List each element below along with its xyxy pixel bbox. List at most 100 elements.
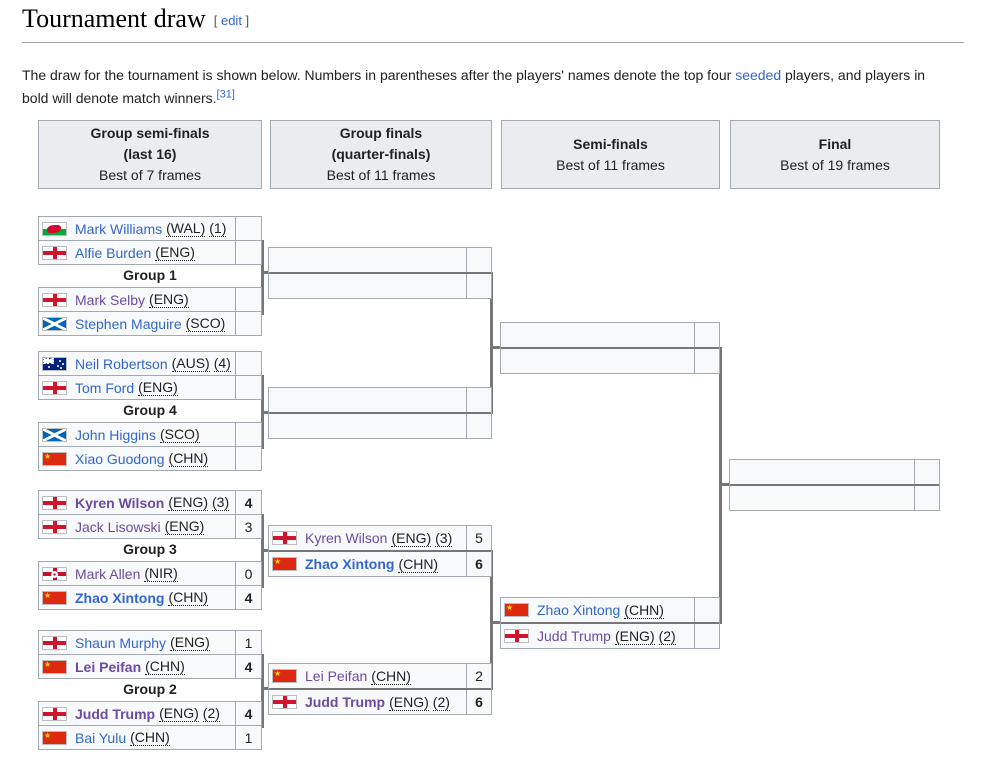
nationality-abbr: (ENG) (155, 244, 195, 261)
bracket-player-row: Neil Robertson(AUS)(4) (38, 351, 262, 376)
player-link[interactable]: Zhao Xintong (75, 589, 165, 606)
flag-scotland-icon (42, 427, 67, 442)
player-link[interactable]: Mark Williams (75, 220, 163, 237)
match-box-final-empty (729, 459, 940, 511)
player-link[interactable]: Alfie Burden (75, 244, 152, 261)
edit-link[interactable]: edit (220, 13, 242, 28)
bracket-player-row: Zhao Xintong(CHN) 4 (38, 585, 262, 610)
player-link[interactable]: Shaun Murphy (75, 634, 167, 651)
flag-china-icon (42, 730, 67, 745)
score-cell (694, 598, 719, 622)
player-link[interactable]: Zhao Xintong (537, 602, 621, 618)
player-link[interactable]: Zhao Xintong (305, 556, 395, 572)
player-link[interactable]: Judd Trump (537, 628, 611, 644)
player-name-cell: Mark Williams(WAL)(1) (75, 220, 235, 237)
empty-slot (269, 388, 491, 412)
player-name-cell: Judd Trump(ENG)(2) (305, 694, 466, 711)
player-name-cell: Zhao Xintong(CHN) (75, 589, 235, 606)
bracket-player-row: Mark Selby(ENG) (38, 287, 262, 312)
player-link[interactable]: Bai Yulu (75, 729, 127, 746)
seed-abbr: (2) (202, 705, 220, 722)
flag-england-icon (42, 706, 67, 721)
nationality-abbr: (ENG) (159, 705, 199, 722)
player-name-cell: Zhao Xintong(CHN) (305, 556, 466, 573)
edit-bracket-open: [ (213, 13, 221, 28)
nationality-abbr: (ENG) (391, 529, 432, 547)
bracket-connector (261, 411, 269, 414)
match-divider (501, 622, 719, 624)
bracket-player-row: Mark Allen(NIR) 0 (38, 561, 262, 586)
match-divider (501, 347, 719, 349)
player-link[interactable]: Jack Lisowski (75, 518, 161, 535)
bracket-connector (261, 271, 269, 274)
player-link[interactable]: Lei Peifan (75, 658, 142, 675)
player-link[interactable]: Neil Robertson (75, 355, 168, 372)
player-link[interactable]: Tom Ford (75, 379, 135, 396)
round-detail: Best of 11 frames (326, 167, 436, 183)
edit-bracket-close: ] (241, 13, 250, 28)
seed-abbr: (2) (432, 693, 450, 711)
score-cell: 4 (235, 586, 261, 609)
player-link[interactable]: Mark Allen (75, 565, 141, 582)
flag-scotland-icon (42, 316, 67, 331)
nationality-abbr: (CHN) (371, 667, 411, 685)
bracket-player-row: John Higgins(SCO) (38, 422, 262, 447)
footnote-ref-link[interactable]: [31] (216, 88, 235, 101)
bracket-player-row: Judd Trump(ENG)(2) 6 (269, 690, 491, 714)
bracket-player-row: Xiao Guodong(CHN) (38, 446, 262, 471)
score-cell: 3 (235, 515, 261, 538)
nationality-abbr: (ENG) (168, 494, 209, 511)
score-cell (235, 376, 261, 399)
seed-abbr: (2) (658, 627, 676, 645)
score-cell: 1 (235, 726, 261, 749)
nationality-abbr: (CHN) (624, 601, 664, 619)
score-cell (694, 624, 719, 648)
heading-divider (22, 42, 964, 43)
group-label: Group 2 (123, 681, 177, 697)
nationality-abbr: (CHN) (145, 658, 185, 675)
nationality-abbr: (CHN) (168, 589, 209, 606)
player-link[interactable]: Stephen Maguire (75, 315, 182, 332)
bracket-player-row: Zhao Xintong(CHN) 6 (269, 552, 491, 576)
player-name-cell: Stephen Maguire(SCO) (75, 315, 235, 332)
score-cell: 6 (466, 552, 491, 576)
flag-china-icon (272, 669, 297, 683)
bracket-connector (261, 549, 269, 552)
seeded-link[interactable]: seeded (735, 67, 782, 83)
round-title: Group finals (339, 125, 423, 141)
player-link[interactable]: Xiao Guodong (75, 450, 165, 467)
round-header-final: Final Best of 19 frames (730, 120, 940, 189)
flag-australia-icon (42, 356, 67, 371)
nationality-abbr: (CHN) (398, 555, 439, 573)
player-link[interactable]: John Higgins (75, 426, 156, 443)
nationality-abbr: (ENG) (149, 291, 189, 308)
nationality-abbr: (SCO) (159, 426, 200, 443)
flag-england-icon (42, 519, 67, 534)
match-divider (269, 550, 491, 552)
player-name-cell: Shaun Murphy(ENG) (75, 634, 235, 651)
round-header-semifinals: Semi-finals Best of 11 frames (501, 120, 720, 189)
match-box-empty (268, 387, 492, 439)
bracket-player-row: Kyren Wilson(ENG)(3) 5 (269, 526, 491, 550)
player-link[interactable]: Judd Trump (305, 694, 386, 710)
seed-abbr: (3) (435, 529, 453, 547)
match-box-empty (268, 247, 492, 299)
score-cell (235, 217, 261, 240)
round-title: Semi-finals (573, 135, 648, 152)
bracket-connector (490, 272, 493, 414)
nationality-abbr: (CHN) (168, 450, 209, 467)
flag-china-icon (504, 603, 529, 617)
player-name-cell: Kyren Wilson(ENG)(3) (305, 530, 466, 547)
nationality-abbr: (ENG) (164, 518, 205, 535)
player-link[interactable]: Mark Selby (75, 291, 146, 308)
player-link[interactable]: Kyren Wilson (305, 530, 388, 546)
match-box-quarterfinal: Lei Peifan(CHN) 2 Judd Trump(ENG)(2) 6 (268, 663, 492, 715)
empty-slot (730, 460, 939, 484)
player-link[interactable]: Kyren Wilson (75, 494, 165, 511)
bracket-connector (490, 550, 493, 690)
player-link[interactable]: Lei Peifan (305, 668, 368, 684)
player-link[interactable]: Judd Trump (75, 705, 156, 722)
match-box-quarterfinal: Kyren Wilson(ENG)(3) 5 Zhao Xintong(CHN)… (268, 525, 492, 577)
flag-england-icon (504, 629, 529, 643)
